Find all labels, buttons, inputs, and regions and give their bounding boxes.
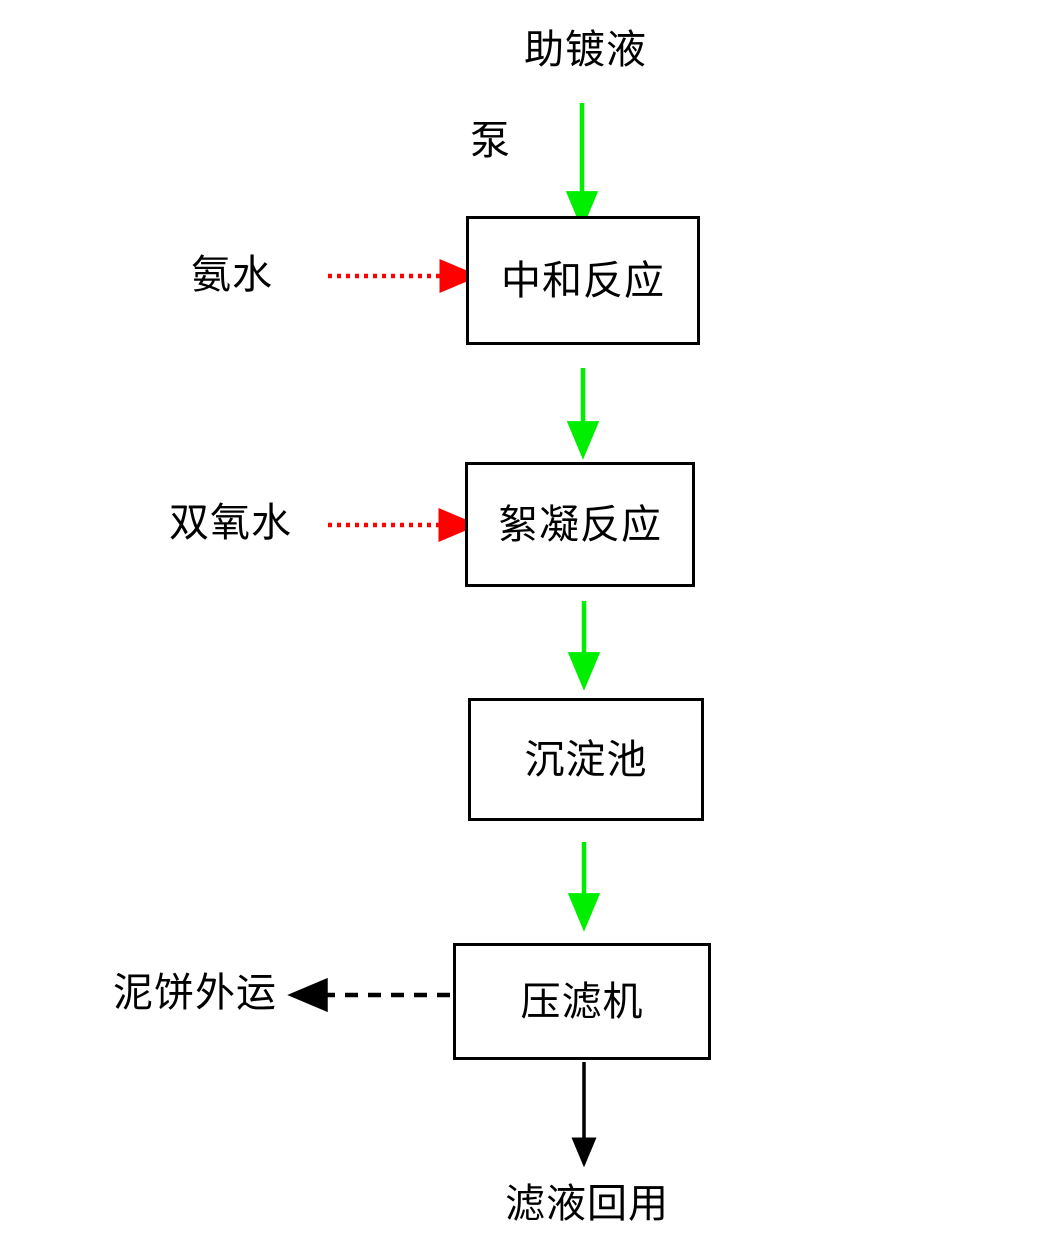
label-mud-cake-out: 泥饼外运	[113, 970, 277, 1015]
node-neutralization[interactable]: 中和反应	[466, 216, 700, 345]
node-filter-press-label: 压滤机	[520, 978, 644, 1024]
node-filter-press[interactable]: 压滤机	[453, 943, 711, 1060]
node-flocculation[interactable]: 絮凝反应	[465, 462, 695, 587]
node-sedimentation-label: 沉淀池	[524, 736, 648, 782]
node-sedimentation[interactable]: 沉淀池	[468, 698, 704, 821]
node-neutralization-label: 中和反应	[501, 257, 665, 303]
label-hydrogen-peroxide: 双氧水	[169, 500, 292, 545]
node-flocculation-label: 絮凝反应	[498, 501, 662, 547]
label-filtrate-reuse: 滤液回用	[505, 1181, 669, 1226]
label-ammonia-water: 氨水	[191, 252, 273, 297]
label-pump: 泵	[470, 118, 511, 163]
label-flux-solution: 助镀液	[524, 27, 647, 72]
